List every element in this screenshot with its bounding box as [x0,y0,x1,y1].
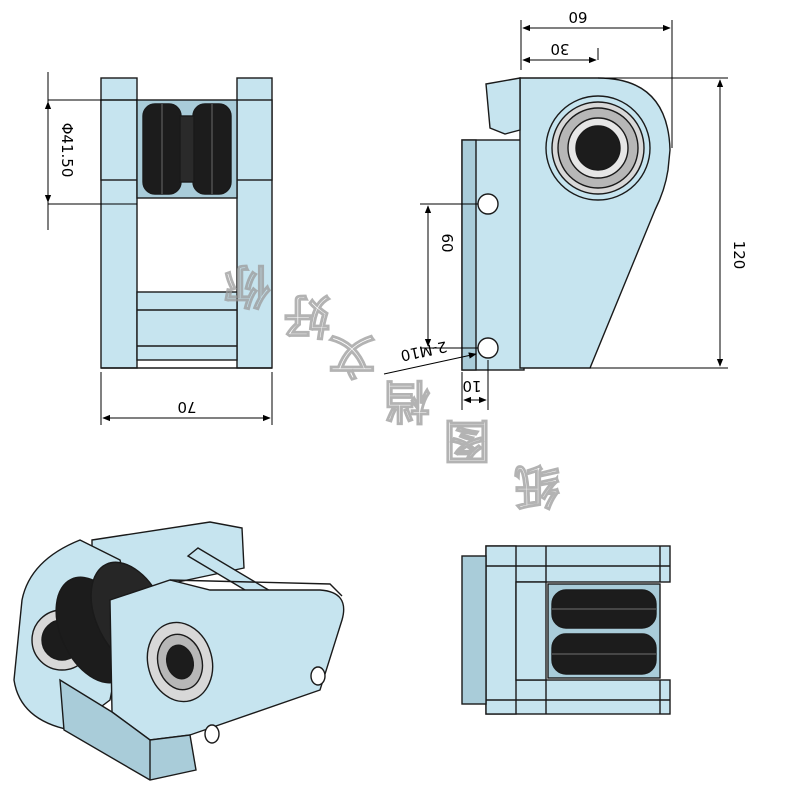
iso-front-bracket [109,579,345,741]
watermark-char-3: 文 [329,329,375,383]
watermark-char-1: 你 [224,259,271,313]
iso-bearing [146,621,214,703]
dim-top-30: 30 [550,40,569,58]
watermark-char-5: 图 [444,414,490,468]
side-top-lip [485,77,521,135]
side-hole-upper [477,193,499,215]
dim-holes-2-m10: 2-M10 [399,337,449,364]
dim-top-60: 60 [568,8,587,26]
side-hole-lower [477,337,499,359]
front-left-plate-upper [100,99,138,181]
top-view-roller [547,583,661,679]
iso-hole-2 [204,724,220,744]
front-right-plate-upper [236,99,273,181]
dim-roller-diameter: Φ41.50 [58,123,76,178]
dim-offset-10: 10 [462,377,481,395]
side-view [461,77,671,371]
side-bearing [545,95,651,201]
dim-height-120: 120 [730,241,748,270]
iso-base-plate [59,678,197,781]
front-crossbar [136,291,238,361]
front-dimensions [44,72,273,425]
watermark-char-6: 纸 [514,459,560,513]
top-view-base-edge [461,555,487,705]
top-view [461,545,671,715]
dim-hole-spacing-60: 60 [438,233,456,252]
isometric-view [13,521,345,781]
top-view-left-wall [485,545,517,715]
watermark-char-2: 好 [284,289,331,343]
front-view [100,77,273,369]
watermark: 你 好 文 档 图 纸 [223,258,560,513]
side-dimensions [383,20,728,410]
dim-width-70: 70 [177,398,196,416]
front-roller [136,99,238,199]
iso-hole-1 [310,666,326,686]
watermark-char-4: 档 [384,374,430,428]
